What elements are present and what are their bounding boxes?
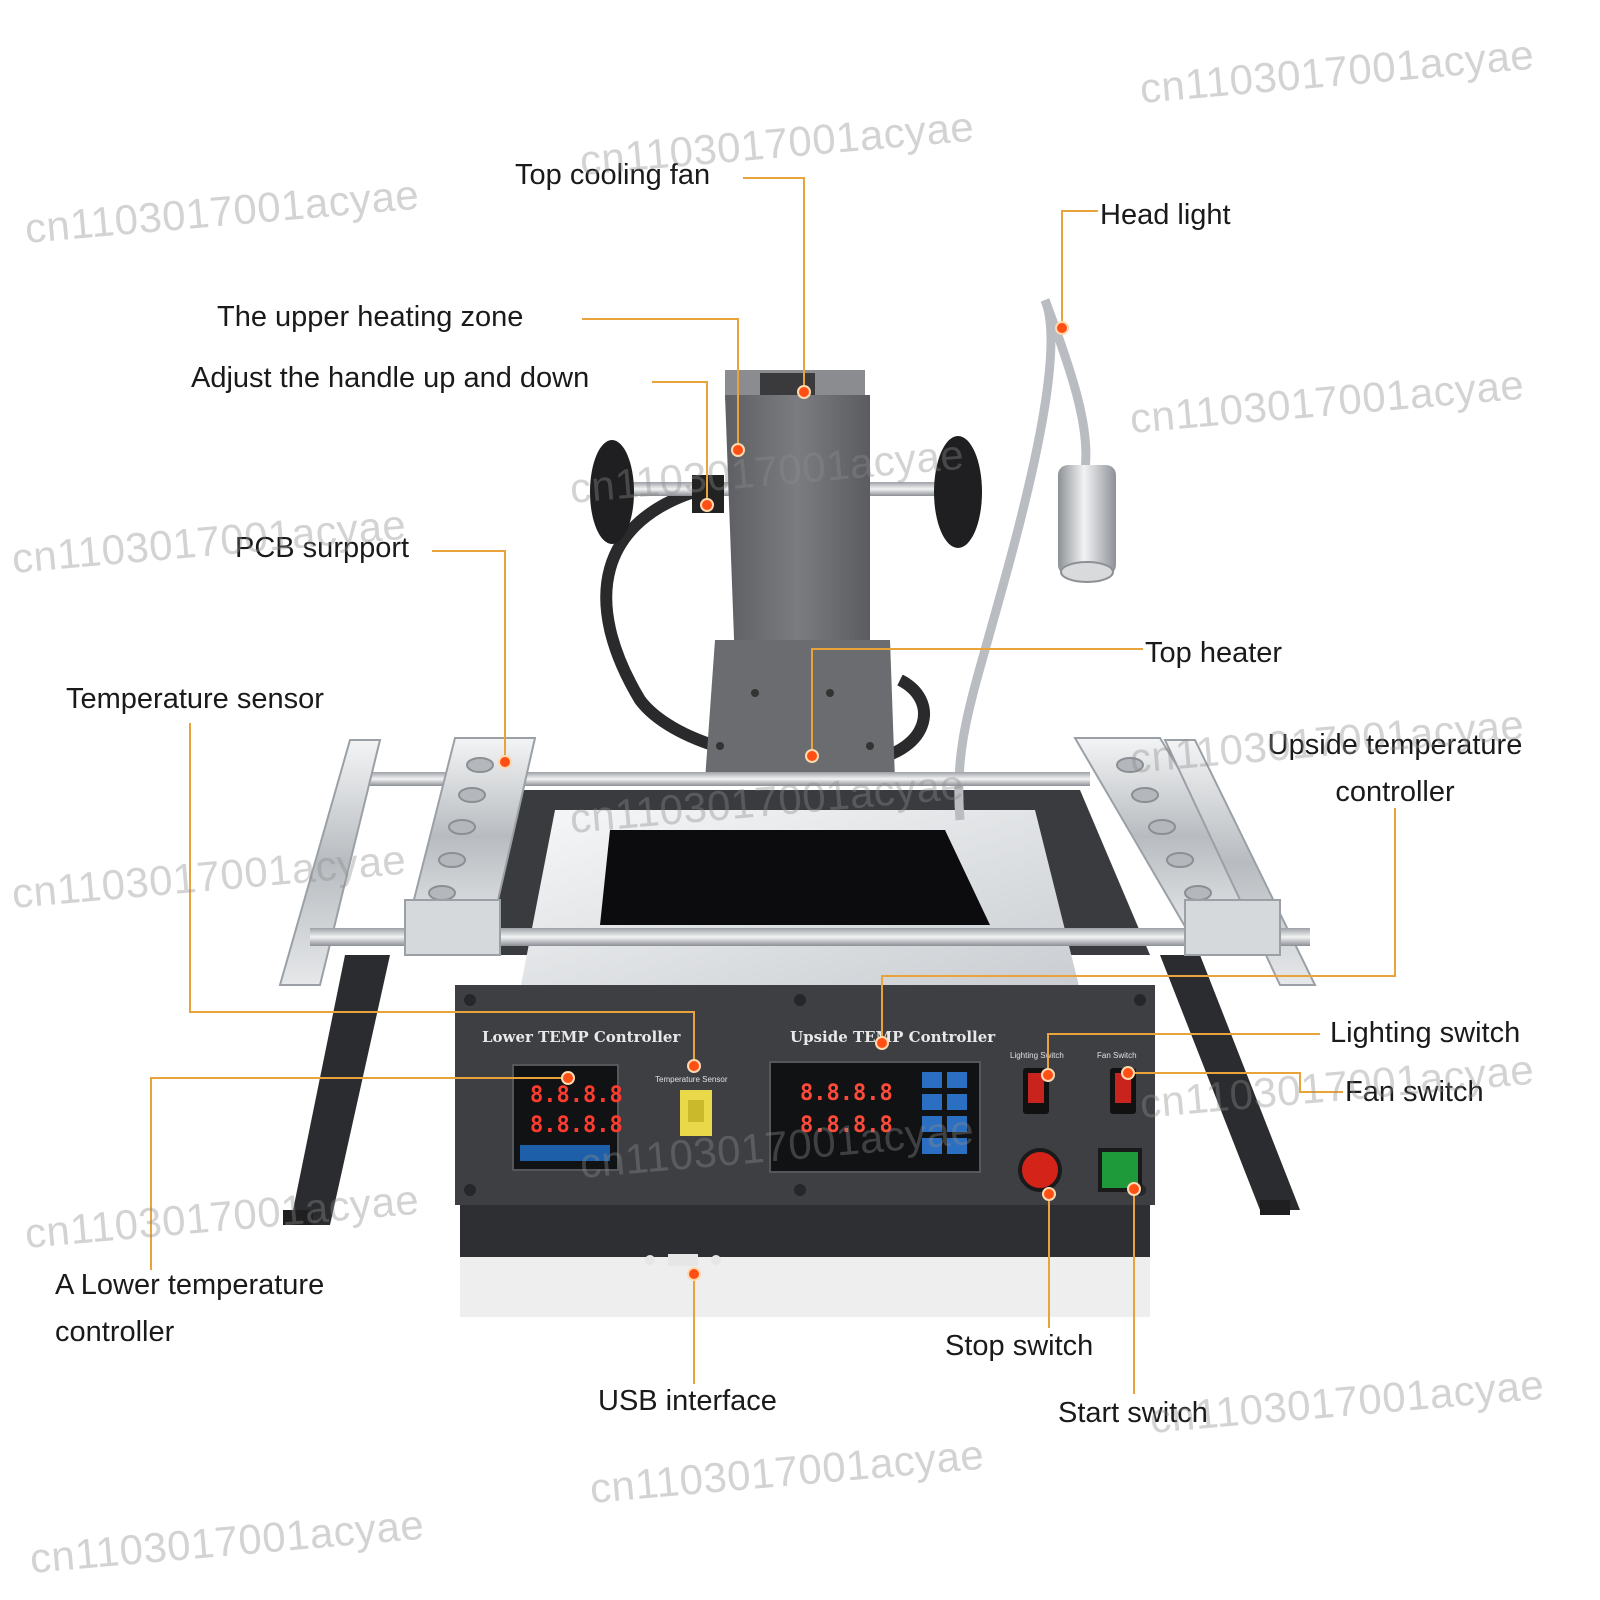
head-cable [600, 484, 930, 768]
panel-fan-switch-label: Fan Switch [1097, 1051, 1137, 1060]
back-rail-rod [370, 772, 1090, 786]
leader-fan-switch [1128, 1072, 1343, 1093]
svg-text:8.8.8.8: 8.8.8.8 [530, 1083, 623, 1108]
right-handle-knob [934, 436, 982, 548]
base-lower-strip [460, 1205, 1150, 1257]
upper-head-column [725, 395, 870, 665]
leader-top-cooling-fan [743, 177, 805, 392]
label-stop-switch: Stop switch [945, 1330, 1094, 1362]
label-lower-temp-controller: A Lower temperature controller [55, 1269, 325, 1348]
leader-pcb-support [432, 550, 506, 762]
label-pcb-support: PCB surpport [235, 532, 410, 564]
leader-head-light [1061, 210, 1098, 328]
svg-text:8.8.8.8: 8.8.8.8 [530, 1113, 623, 1138]
upside-controller-display [769, 1061, 981, 1173]
lamp-gooseneck [954, 298, 1056, 821]
panel-temp-sensor-label: Temperature Sensor [655, 1075, 728, 1084]
label-top-cooling-fan: Top cooling fan [515, 159, 711, 191]
panel-lighting-switch-label: Lighting Switch [1010, 1051, 1064, 1060]
leader-lines [150, 177, 1396, 1394]
label-upper-heating-zone: The upper heating zone [217, 301, 524, 333]
panel-upside-title: Upside TEMP Controller [790, 1028, 996, 1046]
label-start-switch: Start switch [1058, 1397, 1208, 1429]
label-top-heater: Top heater [1145, 637, 1283, 669]
svg-text:8.8.8.8: 8.8.8.8 [800, 1081, 893, 1106]
leader-top-heater [811, 648, 1143, 756]
base-reflection [460, 1257, 1150, 1317]
svg-text:8.8.8.8: 8.8.8.8 [800, 1113, 893, 1138]
bottom-heater-glass [600, 830, 990, 925]
lamp-head [1058, 465, 1116, 575]
leader-upside-controller [881, 808, 1396, 1043]
right-leg [1160, 955, 1300, 1210]
label-fan-switch: Fan switch [1345, 1076, 1484, 1108]
left-leg [290, 955, 390, 1225]
leader-temperature-sensor [189, 723, 695, 1066]
usb-port [668, 1254, 698, 1266]
front-rail-rod [310, 928, 1310, 946]
leader-adjust-handle [652, 381, 708, 505]
callout-dots [498, 321, 1141, 1281]
panel-lower-title: Lower TEMP Controller [482, 1028, 681, 1046]
leader-lighting-switch [1047, 1033, 1320, 1075]
label-adjust-handle: Adjust the handle up and down [191, 362, 590, 394]
label-upside-temp-controller: Upside temperature controller [1267, 729, 1523, 808]
stop-button[interactable] [1018, 1148, 1062, 1192]
label-usb-interface: USB interface [598, 1385, 777, 1417]
top-heater-housing [705, 640, 895, 780]
leader-upper-heating-zone [582, 318, 739, 450]
label-head-light: Head light [1100, 199, 1231, 231]
label-temperature-sensor: Temperature sensor [66, 683, 324, 715]
start-button[interactable] [1098, 1148, 1142, 1192]
left-outer-rail [278, 739, 382, 986]
left-handle-knob [590, 440, 634, 544]
label-lighting-switch: Lighting switch [1330, 1017, 1521, 1049]
leader-lower-controller [150, 1077, 568, 1270]
